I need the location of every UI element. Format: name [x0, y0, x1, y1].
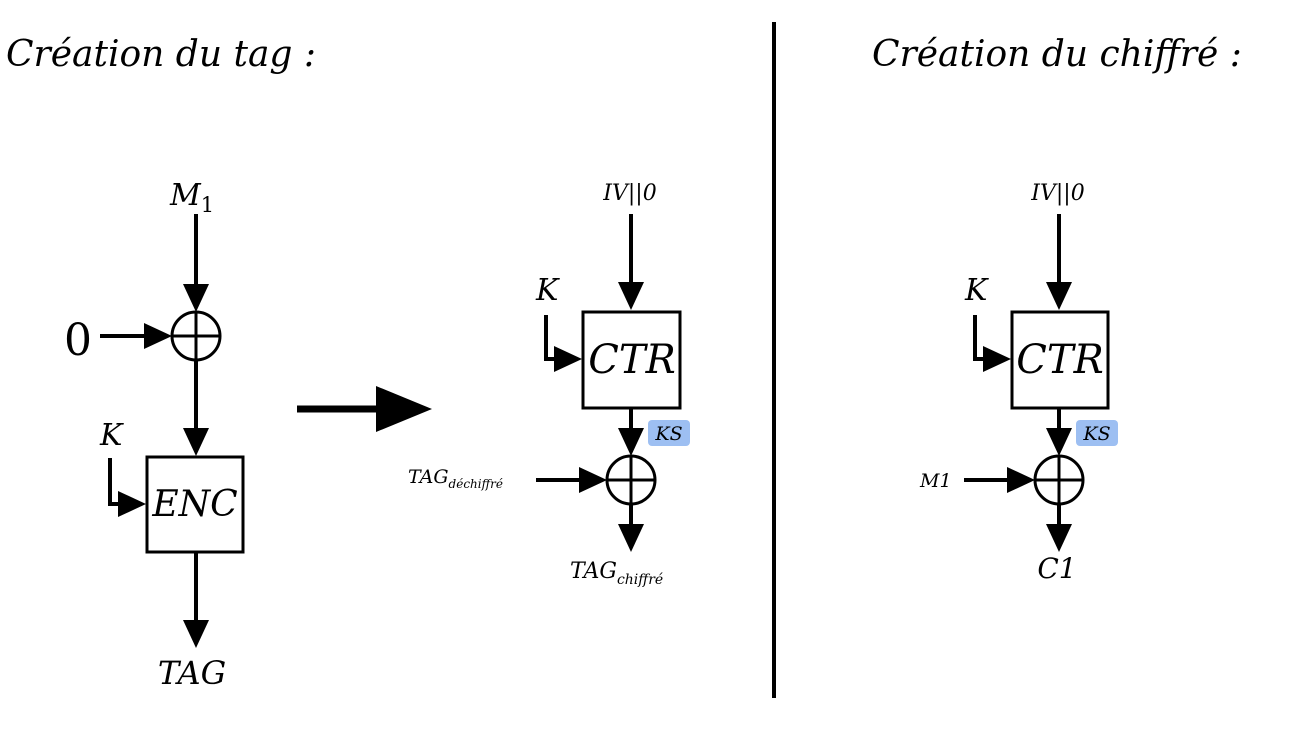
arrowhead-iv-cipher — [1046, 282, 1072, 310]
arrowhead-tag-to-xor — [579, 467, 607, 493]
transition-arrow — [297, 386, 432, 432]
tag-output-label: TAG — [158, 654, 226, 692]
arrowhead-c1 — [1046, 524, 1072, 552]
arrowhead-zero — [144, 323, 172, 349]
enc-block — [145, 455, 245, 554]
key-arrow — [108, 458, 120, 506]
zero-label: 0 — [64, 315, 92, 366]
keystream-label: KS — [654, 423, 682, 445]
title-tag: Création du tag : — [6, 34, 316, 75]
arrowhead-m1 — [183, 284, 209, 312]
cipher-ctr-diagram: IV||0 K CTR KS M1 C1 — [919, 181, 1118, 585]
arrowhead-to-tag — [183, 620, 209, 648]
arrowhead-ctr-to-xor — [618, 428, 644, 456]
tag-chiffre-label: TAGchiffré — [570, 559, 663, 588]
tag-diagram: M1 0 K ENC TAG — [64, 178, 245, 692]
key-arrowhead-cipher — [983, 346, 1011, 372]
key-arrow-cipher — [973, 315, 985, 361]
key-label-cipher: K — [964, 273, 989, 308]
ctr-label-cipher: CTR — [1016, 337, 1103, 383]
ctr-label: CTR — [588, 337, 675, 383]
iv-label: IV||0 — [602, 181, 656, 206]
key-label: K — [99, 418, 124, 453]
keystream-label-cipher: KS — [1082, 423, 1110, 445]
title-cipher: Création du chiffré : — [872, 34, 1242, 75]
xor-symbol — [170, 310, 222, 362]
enc-label: ENC — [151, 484, 237, 525]
tag-dechiffre-label: TAGdéchiffré — [408, 466, 503, 491]
input-m1-label: M1 — [169, 178, 214, 217]
m1-label: M1 — [919, 470, 952, 492]
xor-symbol-cipher — [1033, 454, 1085, 506]
xor-symbol-ctr — [605, 454, 657, 506]
ctr-block-cipher — [1010, 310, 1110, 410]
keystream-badge-cipher — [1076, 420, 1118, 446]
arrowhead-to-enc — [183, 428, 209, 456]
key-arrowhead — [118, 491, 146, 517]
arrowhead-ctr-to-xor-cipher — [1046, 428, 1072, 456]
arrowhead-iv — [618, 282, 644, 310]
key-arrowhead-ctr — [554, 346, 582, 372]
tag-ctr-diagram: IV||0 K CTR KS TAGdéchiffré TAGchiffré — [408, 181, 690, 588]
arrowhead-m1-cipher — [1007, 467, 1035, 493]
key-label-ctr: K — [535, 273, 560, 308]
iv-label-cipher: IV||0 — [1030, 181, 1084, 206]
key-arrow-ctr — [544, 315, 556, 361]
ctr-block — [581, 310, 682, 410]
c1-output-label: C1 — [1037, 552, 1076, 585]
arrowhead-output — [618, 524, 644, 552]
keystream-badge — [648, 420, 690, 446]
